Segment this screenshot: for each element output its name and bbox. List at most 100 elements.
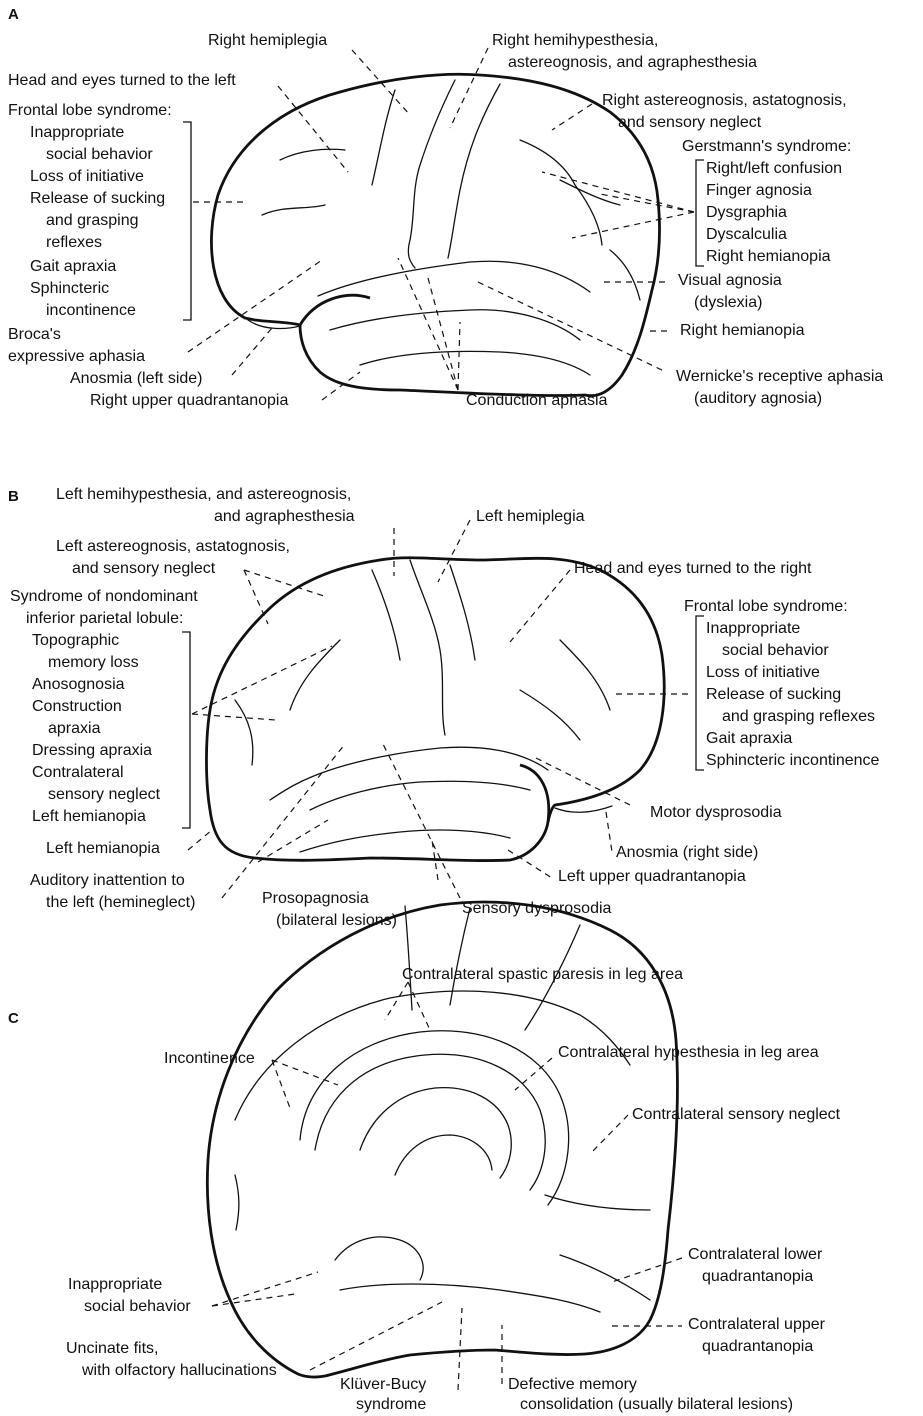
frontal-a-item: Sphincteric [30,280,110,297]
label-wernicke-2: (auditory agnosia) [694,390,823,407]
label-incontinence: Incontinence [164,1050,255,1067]
panel-b-occipital-1 [234,699,254,766]
frontal-b-item: Loss of initiative [706,664,820,681]
gerstmann-item: Right hemianopia [706,248,831,265]
leader-left-astereognosis-1 [243,569,325,597]
panel-b-frontal-2 [519,689,581,741]
nondominant-item: memory loss [48,654,139,671]
panel-b-sylvian [269,746,549,801]
frontal-a-item: Release of sucking [30,190,166,207]
leader-gerstmann-1 [541,171,695,213]
panel-a-postcentral [447,83,501,259]
panel-b-brackets [182,615,704,829]
panel-c-letter: C [8,1010,19,1027]
label-right-astereognosis-2: and sensory neglect [618,114,762,131]
nondominant-item: Dressing apraxia [32,742,153,759]
bracket-gerstmann [695,159,704,267]
panel-b-precentral [449,564,476,661]
label-anosmia-left: Anosmia (left side) [70,370,203,387]
leader-nondominant-1 [191,645,333,715]
leader-head-eyes-right [509,569,571,643]
label-right-astereognosis-1: Right astereognosis, astatognosis, [602,92,847,109]
label-anosmia-right: Anosmia (right side) [616,844,759,861]
leader-sensory-dysprosodia-2 [431,839,439,881]
frontal-b-item: Sphincteric incontinence [706,752,880,769]
panel-b-central [409,559,446,736]
leader-uncinate [309,1301,443,1371]
panel-c-callosal-outer [299,1030,570,1206]
panel-c-parahippocampal [339,1283,601,1313]
label-broca-2: expressive aphasia [8,348,145,365]
label-visual-agnosia-1: Visual agnosia [678,272,782,289]
leader-kluver [457,1307,463,1391]
frontal-a-item: social behavior [46,146,153,163]
label-hypesthesia-leg: Contralateral hypesthesia in leg area [558,1044,819,1061]
label-lower-quad-2: quadrantanopia [702,1268,814,1285]
label-left-hemiplegia: Left hemiplegia [476,508,585,525]
label-nondominant-title-1: Syndrome of nondominant [10,588,198,605]
label-prosopagnosia-1: Prosopagnosia [262,890,369,907]
nondominant-item: Topographic [32,632,120,649]
panel-a-olfactory [247,319,301,330]
leader-left-upper-quad [507,849,553,879]
frontal-a-item: incontinence [46,302,136,319]
leader-anosmia-right [605,811,613,853]
panel-c-leaders [211,981,683,1391]
label-sensory-neglect: Contralateral sensory neglect [632,1106,841,1123]
leader-spastic-1 [384,981,409,1021]
label-left-hemianopia: Left hemianopia [46,840,160,857]
label-memory-2: consolidation (usually bilateral lesions… [520,1396,794,1413]
label-right-hemihypesthesia-1: Right hemihypesthesia, [492,32,659,49]
leader-inappropriate-1 [211,1271,319,1307]
leader-incontinence-2 [271,1059,291,1109]
label-visual-agnosia-2: (dyslexia) [694,294,763,311]
label-auditory-inattention-2: the left (hemineglect) [46,894,196,911]
panel-b-postcentral [371,569,401,661]
panel-a-inf-temporal [359,350,591,376]
leader-sensory-dysprosodia-1 [381,741,461,899]
gerstmann-item: Finger agnosia [706,182,812,199]
label-nondominant-title-2: inferior parietal lobule: [26,610,184,627]
leader-anosmia-left [231,327,273,376]
leader-motor-dysprosodia [535,757,633,807]
leader-conduction-3 [457,321,461,391]
label-lower-quad-1: Contralateral lower [688,1246,823,1263]
label-uncinate-2: with olfactory hallucinations [82,1362,277,1379]
bracket-frontal-b [695,615,704,771]
label-conduction-aphasia: Conduction aphasia [466,392,608,409]
nondominant-item: apraxia [48,720,101,737]
label-wernicke-1: Wernicke's receptive aphasia [676,368,884,385]
leader-left-hemiplegia [437,519,471,583]
frontal-b-item: Gait apraxia [706,730,793,747]
panel-c-brain-outline [205,900,679,1379]
nondominant-item: Construction [32,698,122,715]
frontal-a-item: reflexes [46,234,103,251]
leader-broca [187,259,323,353]
panel-a-precentral [371,89,396,186]
panel-c-uncus [334,1236,424,1281]
leader-conduction-2 [427,277,459,391]
label-right-upper-quad: Right upper quadrantanopia [90,392,289,409]
panel-c-marginal [449,907,471,1006]
label-motor-dysprosodia: Motor dysprosodia [650,804,782,821]
label-sensory-dysprosodia: Sensory dysprosodia [462,900,612,917]
label-left-astereognosis-1: Left astereognosis, astatognosis, [56,538,290,555]
panel-b-olfactory [554,805,613,813]
label-uncinate-1: Uncinate fits, [66,1340,159,1357]
panel-a-frontal-1 [279,148,346,161]
leader-sensory-neglect [591,1114,629,1153]
leader-gerstmann-3 [571,211,695,239]
leader-right-hemihypesthesia [449,47,489,129]
panel-a-occipital-1 [609,249,641,301]
gerstmann-item: Right/left confusion [706,160,843,177]
panel-c-paracentral [404,905,413,1011]
label-kluver-2: syndrome [356,1396,427,1413]
label-prosopagnosia-2: (bilateral lesions) [276,912,397,929]
panel-c-thalamus [394,1134,493,1176]
leader-lower-quad [611,1257,683,1283]
panel-a-sylvian [317,260,591,297]
label-left-upper-quad: Left upper quadrantanopia [558,868,746,885]
label-frontal-title-a: Frontal lobe syndrome: [8,102,172,119]
